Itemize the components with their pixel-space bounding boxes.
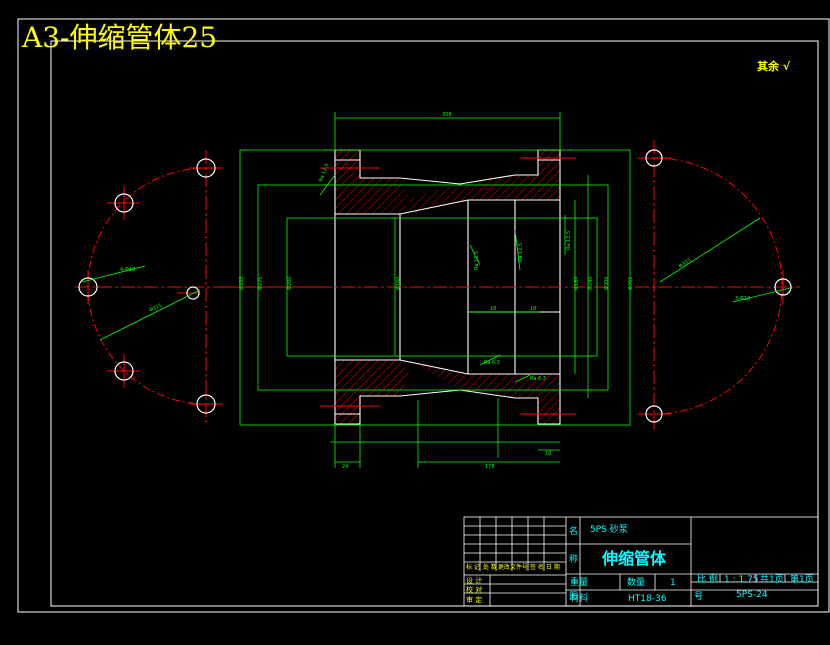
svg-text:Ra 6.3: Ra 6.3 bbox=[484, 360, 500, 366]
svg-text:18: 18 bbox=[490, 306, 496, 312]
inner-frame bbox=[50, 40, 819, 607]
side-label-1: 名 bbox=[569, 527, 579, 537]
svg-text:24: 24 bbox=[342, 464, 348, 470]
roughness-note: 其余 √ bbox=[757, 60, 791, 73]
scale-value: 1 : 1.75 bbox=[724, 575, 759, 585]
svg-text:Φ180: Φ180 bbox=[574, 277, 580, 290]
header-date: 日 期 bbox=[546, 564, 560, 571]
right-dim-b: 3-Φ18 bbox=[735, 296, 750, 302]
right-flange-bolt-holes bbox=[645, 149, 792, 423]
side-label-3: 图 bbox=[569, 592, 579, 602]
row-design: 设 计 bbox=[466, 577, 483, 585]
svg-text:Φ200: Φ200 bbox=[287, 277, 293, 290]
svg-text:Φ355: Φ355 bbox=[628, 277, 634, 290]
side-label-2: 称 bbox=[569, 555, 579, 565]
qty-value: 1 bbox=[670, 578, 676, 588]
svg-text:178: 178 bbox=[485, 464, 495, 470]
svg-text:308: 308 bbox=[442, 112, 452, 118]
drawing-title: A3-伸缩管体25 bbox=[22, 21, 218, 54]
dimension-values: 308 24 178 18 Φ355 Φ275 Φ200 Φ160 Φ180 Φ… bbox=[239, 112, 634, 470]
svg-text:Φ355: Φ355 bbox=[239, 277, 245, 290]
left-flange-view bbox=[75, 150, 330, 424]
sheet-total: 共1页 bbox=[760, 575, 784, 585]
header-sign: 签 名 bbox=[530, 564, 544, 571]
qty-label: 数量 bbox=[627, 578, 646, 588]
part-name: 伸缩管体 bbox=[602, 549, 667, 568]
material-label: 材料 bbox=[570, 594, 589, 604]
svg-text:Ra 12.5: Ra 12.5 bbox=[474, 251, 480, 270]
left-dim-b: Φ315 bbox=[148, 303, 163, 314]
outer-frame bbox=[17, 18, 830, 613]
row-approve: 审 定 bbox=[466, 596, 483, 604]
drawing-number: 5PS-24 bbox=[736, 590, 768, 600]
section-centerlines bbox=[226, 157, 608, 415]
right-dim-a: Φ355 bbox=[678, 257, 693, 269]
svg-text:Φ275: Φ275 bbox=[258, 277, 264, 290]
right-bolt-circle-dim bbox=[659, 217, 761, 283]
svg-text:Ra 12.5: Ra 12.5 bbox=[518, 243, 524, 262]
scale-label: 比 例 bbox=[697, 575, 718, 585]
left-bolt-circle-dim bbox=[99, 289, 201, 341]
svg-text:Φ300: Φ300 bbox=[604, 277, 610, 290]
material-value: HT18-36 bbox=[628, 594, 667, 604]
side-label-4: 号 bbox=[694, 592, 704, 602]
left-dim-a: 4-Φ18 bbox=[120, 267, 135, 273]
dimension-lines bbox=[239, 112, 631, 468]
svg-text:Ra 12.5: Ra 12.5 bbox=[566, 231, 572, 250]
title-block bbox=[463, 516, 819, 607]
row-check: 校 对 bbox=[466, 586, 483, 594]
header-count: 处 数 bbox=[483, 564, 497, 571]
svg-text:18: 18 bbox=[545, 451, 551, 457]
svg-text:Ra 6.3: Ra 6.3 bbox=[530, 376, 546, 382]
weight-label: 重量 bbox=[570, 578, 589, 588]
svg-text:Φ160: Φ160 bbox=[396, 277, 402, 290]
sheet-no: 第1页 bbox=[790, 575, 814, 585]
section-hatch bbox=[335, 150, 560, 424]
right-flange-view bbox=[635, 140, 800, 432]
project-name: 5PS 砂泵 bbox=[590, 525, 628, 535]
header-mark: 标 记 bbox=[466, 564, 480, 571]
left-flange-bolt-holes bbox=[78, 158, 216, 414]
svg-text:18: 18 bbox=[530, 306, 536, 312]
svg-text:Φ240: Φ240 bbox=[588, 277, 594, 290]
svg-text:Ra 12.5: Ra 12.5 bbox=[318, 163, 330, 183]
header-change-doc: 更改文件号 bbox=[498, 564, 529, 571]
